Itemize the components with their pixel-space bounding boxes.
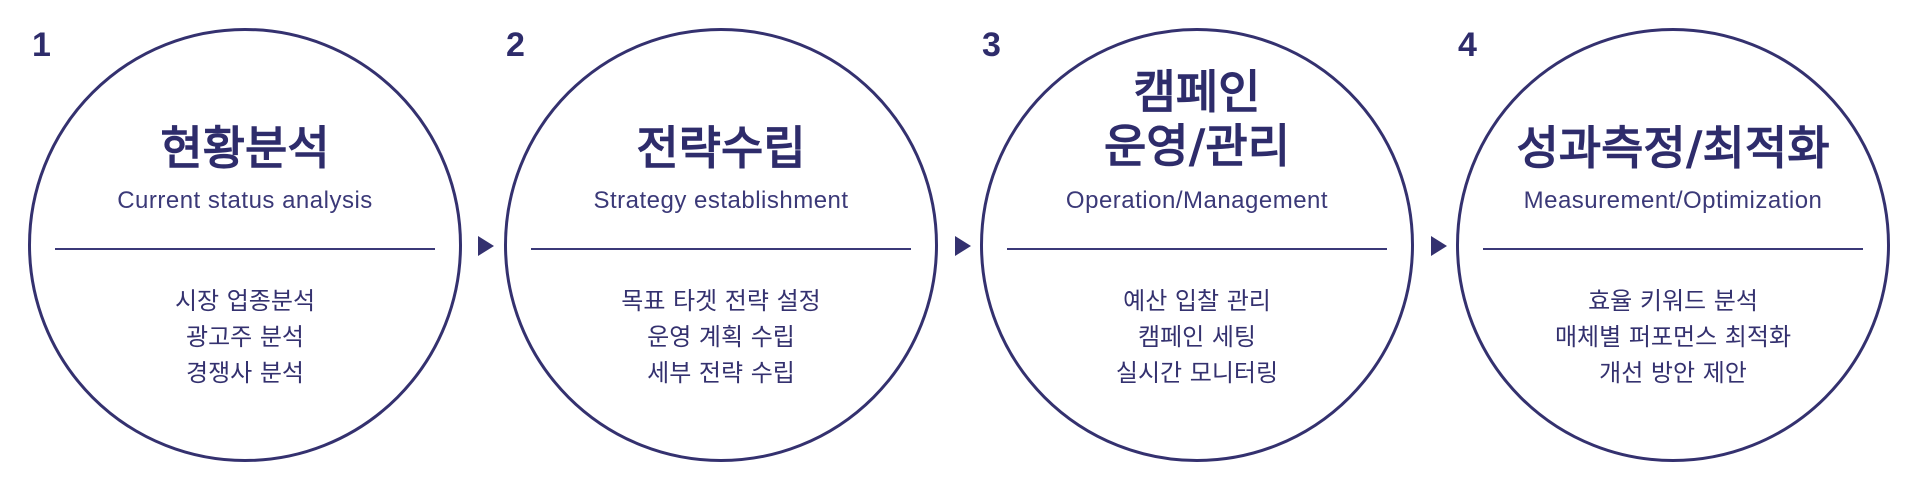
step-4: 4 성과측정/최적화 Measurement/Optimization 효율 키… — [1428, 0, 1908, 494]
step-circle: 캠페인 운영/관리 Operation/Management 예산 입찰 관리 … — [980, 28, 1414, 462]
step-3: 3 캠페인 운영/관리 Operation/Management 예산 입찰 관… — [952, 0, 1432, 494]
step-number: 2 — [506, 26, 525, 64]
step-circle: 성과측정/최적화 Measurement/Optimization 효율 키워드… — [1456, 28, 1890, 462]
step-title: 성과측정/최적화 — [1516, 121, 1830, 175]
step-item: 효율 키워드 분석 — [1588, 287, 1758, 315]
step-item: 운영 계획 수립 — [647, 323, 795, 351]
step-title: 전략수립 — [636, 121, 806, 175]
step-item: 세부 전략 수립 — [647, 359, 795, 387]
step-number: 4 — [1458, 26, 1477, 64]
step-item: 광고주 분석 — [185, 323, 305, 351]
step-divider — [1007, 248, 1387, 250]
triangle-right-arrow-icon — [478, 236, 494, 256]
step-item: 예산 입찰 관리 — [1123, 287, 1271, 315]
step-divider — [1483, 248, 1863, 250]
step-circle: 현황분석 Current status analysis 시장 업종분석 광고주… — [28, 28, 462, 462]
step-item: 실시간 모니터링 — [1115, 359, 1279, 387]
step-item: 개선 방안 제안 — [1599, 359, 1747, 387]
step-subtitle: Measurement/Optimization — [1523, 187, 1823, 214]
triangle-right-arrow-icon — [1431, 236, 1447, 256]
step-circle: 전략수립 Strategy establishment 목표 타겟 전략 설정 … — [504, 28, 938, 462]
step-item: 매체별 퍼포먼스 최적화 — [1554, 323, 1792, 351]
triangle-right-arrow-icon — [955, 236, 971, 256]
step-items: 효율 키워드 분석 매체별 퍼포먼스 최적화 개선 방안 제안 — [1459, 283, 1887, 391]
step-subtitle: Strategy establishment — [593, 187, 849, 214]
step-divider — [55, 248, 435, 250]
step-item: 목표 타겟 전략 설정 — [621, 287, 821, 315]
step-item: 경쟁사 분석 — [185, 359, 305, 387]
step-items: 예산 입찰 관리 캠페인 세팅 실시간 모니터링 — [983, 283, 1411, 391]
step-2: 2 전략수립 Strategy establishment 목표 타겟 전략 설… — [476, 0, 956, 494]
step-title: 현황분석 — [160, 121, 330, 175]
step-item: 시장 업종분석 — [174, 287, 316, 315]
step-divider — [531, 248, 911, 250]
step-item: 캠페인 세팅 — [1137, 323, 1257, 351]
step-subtitle: Current status analysis — [117, 187, 373, 214]
step-items: 시장 업종분석 광고주 분석 경쟁사 분석 — [31, 283, 459, 391]
step-title: 캠페인 운영/관리 — [1103, 65, 1291, 173]
step-subtitle: Operation/Management — [1065, 187, 1329, 214]
step-1: 1 현황분석 Current status analysis 시장 업종분석 광… — [0, 0, 480, 494]
step-number: 3 — [982, 26, 1001, 64]
step-items: 목표 타겟 전략 설정 운영 계획 수립 세부 전략 수립 — [507, 283, 935, 391]
step-number: 1 — [32, 26, 51, 64]
